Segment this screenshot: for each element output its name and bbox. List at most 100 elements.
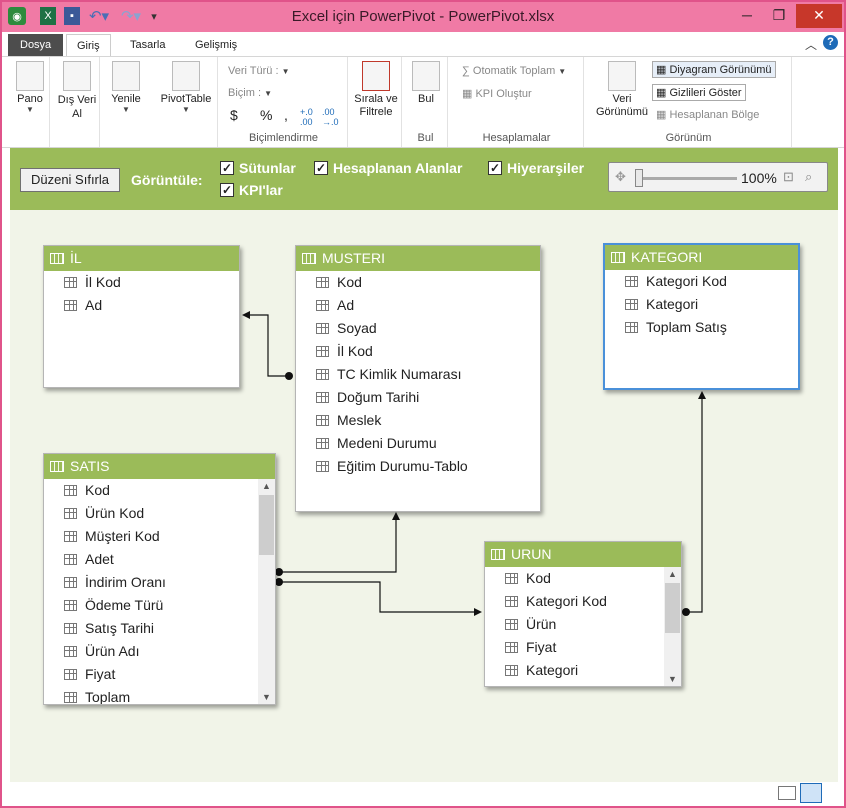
reset-layout-button[interactable]: Düzeni Sıfırla	[20, 168, 120, 192]
decrease-decimal-button[interactable]: .00→.0	[322, 107, 339, 127]
column-item[interactable]: Adet	[44, 548, 275, 571]
pivottable-button[interactable]: PivotTable ▼	[156, 61, 216, 114]
help-icon[interactable]: ?	[823, 35, 838, 50]
grid-view-icon[interactable]	[778, 786, 796, 800]
find-button[interactable]: Bul	[408, 61, 444, 105]
vertical-scrollbar[interactable]: ▲ ▼	[258, 479, 275, 704]
minimize-icon[interactable]: ─	[742, 7, 752, 23]
column-item[interactable]: İndirim Oranı	[44, 571, 275, 594]
calculation-area-button[interactable]: ▦ Hesaplanan Bölge	[656, 109, 760, 121]
table-header[interactable]: MUSTERI	[296, 246, 540, 271]
table-urun[interactable]: URUN Kod Kategori Kod Ürün Fiyat Kategor…	[484, 541, 682, 687]
scroll-up-icon[interactable]: ▲	[262, 481, 271, 491]
scroll-down-icon[interactable]: ▼	[668, 674, 677, 684]
column-item[interactable]: Ad	[296, 294, 540, 317]
column-item[interactable]: Kategori	[485, 659, 681, 682]
column-icon	[316, 392, 329, 403]
column-item[interactable]: Kod	[485, 567, 681, 590]
table-satis[interactable]: SATIS Kod Ürün Kod Müşteri Kod Adet İndi…	[43, 453, 276, 705]
tab-file[interactable]: Dosya	[8, 34, 64, 56]
restore-icon[interactable]: ❐	[772, 7, 786, 23]
column-item[interactable]: Ad	[44, 294, 239, 317]
excel-icon[interactable]: X	[40, 7, 56, 25]
currency-button[interactable]: $	[230, 107, 238, 123]
columns-checkbox[interactable]: ✓Sütunlar	[220, 160, 296, 176]
relationship-line-satis-musteri[interactable]	[279, 515, 397, 573]
relationship-line-satis-urun[interactable]	[279, 581, 478, 613]
close-icon[interactable]: ✕	[796, 4, 842, 28]
data-type-dropdown[interactable]: Veri Türü : ▼	[228, 65, 290, 77]
kpis-checkbox[interactable]: ✓KPI'lar	[220, 182, 283, 198]
tab-design[interactable]: Tasarla	[130, 39, 166, 51]
column-item[interactable]: Meslek	[296, 409, 540, 432]
relationship-line-urun-kategori[interactable]	[686, 394, 703, 613]
hierarchies-checkbox[interactable]: ✓Hiyerarşiler	[488, 160, 585, 176]
column-item[interactable]: Medeni Durumu	[296, 432, 540, 455]
column-item[interactable]: Eğitim Durumu-Tablo	[296, 455, 540, 478]
column-item[interactable]: Doğum Tarihi	[296, 386, 540, 409]
show-hidden-button[interactable]: ▦ Gizlileri Göster	[652, 84, 746, 101]
column-item[interactable]: İl Kod	[296, 340, 540, 363]
table-header[interactable]: SATIS	[44, 454, 275, 479]
tab-home[interactable]: Giriş	[66, 34, 111, 56]
format-dropdown[interactable]: Biçim : ▼	[228, 87, 272, 99]
customize-qat-icon[interactable]: ▾	[151, 10, 157, 23]
paste-button[interactable]: Pano ▼	[14, 61, 46, 114]
table-kategori[interactable]: KATEGORI Kategori Kod Kategori Toplam Sa…	[603, 243, 800, 390]
refresh-group: Yenile ▼	[102, 57, 148, 147]
column-item[interactable]: Ürün Kod	[44, 502, 275, 525]
zoom-slider[interactable]	[637, 177, 737, 180]
tab-advanced[interactable]: Gelişmiş	[195, 39, 238, 51]
diagram-view-icon[interactable]	[800, 783, 822, 803]
table-header[interactable]: KATEGORI	[605, 245, 798, 270]
column-item[interactable]: Ürün Adı	[44, 640, 275, 663]
save-icon[interactable]: ▪	[64, 7, 80, 25]
increase-decimal-button[interactable]: +.0.00	[300, 107, 313, 127]
zoom-slider-thumb[interactable]	[635, 169, 643, 187]
scroll-down-icon[interactable]: ▼	[262, 692, 271, 702]
column-item[interactable]: Soyad	[296, 317, 540, 340]
column-item[interactable]: Fiyat	[485, 636, 681, 659]
external-data-button[interactable]: Dış Veri Al	[54, 61, 100, 121]
percent-button[interactable]: %	[260, 107, 273, 123]
column-item[interactable]: Ödeme Türü	[44, 594, 275, 617]
refresh-button[interactable]: Yenile ▼	[106, 61, 146, 114]
fit-to-screen-icon[interactable]: ⊡	[783, 169, 794, 184]
create-kpi-button[interactable]: ▦ KPI Oluştur	[462, 88, 532, 100]
relationship-line-musteri-il[interactable]	[244, 314, 289, 377]
collapse-ribbon-icon[interactable]: ︿	[805, 38, 818, 52]
column-item[interactable]: Satış Tarihi	[44, 617, 275, 640]
table-musteri[interactable]: MUSTERI Kod Ad Soyad İl Kod TC Kimlik Nu…	[295, 245, 541, 512]
table-header[interactable]: URUN	[485, 542, 681, 567]
undo-icon[interactable]: ↶▾	[88, 8, 110, 25]
column-item[interactable]: Ürün	[485, 613, 681, 636]
column-item[interactable]: Kategori Kod	[605, 270, 798, 293]
scrollbar-thumb[interactable]	[259, 495, 274, 555]
table-il[interactable]: İL İl Kod Ad	[43, 245, 240, 388]
data-view-button[interactable]: Veri Görünümü	[592, 61, 652, 119]
diagram-canvas[interactable]: İL İl Kod Ad MUSTERI Kod Ad Soyad İl Kod…	[10, 210, 838, 782]
vertical-scrollbar[interactable]: ▲ ▼	[664, 567, 681, 686]
autosum-button[interactable]: ∑ Otomatik Toplam ▼	[462, 65, 567, 77]
sort-filter-button[interactable]: Sırala ve Filtrele	[352, 61, 400, 119]
column-item[interactable]: İl Kod	[44, 271, 239, 294]
scrollbar-thumb[interactable]	[665, 583, 680, 633]
pan-icon[interactable]: ✥	[615, 169, 626, 184]
column-item[interactable]: Toplam Satış	[605, 316, 798, 339]
column-item[interactable]: Toplam	[44, 686, 275, 704]
scroll-up-icon[interactable]: ▲	[668, 569, 677, 579]
zoom-icon[interactable]: ⌕	[805, 169, 813, 184]
column-item[interactable]: Fiyat	[44, 663, 275, 686]
column-item[interactable]: Kod	[296, 271, 540, 294]
column-icon	[64, 531, 77, 542]
comma-button[interactable]: ,	[284, 107, 288, 123]
column-item[interactable]: Kod	[44, 479, 275, 502]
redo-icon[interactable]: ↷▾	[120, 8, 142, 25]
column-item[interactable]: Kategori	[605, 293, 798, 316]
diagram-view-button[interactable]: ▦ Diyagram Görünümü	[652, 61, 776, 78]
table-header[interactable]: İL	[44, 246, 239, 271]
column-item[interactable]: TC Kimlik Numarası	[296, 363, 540, 386]
column-item[interactable]: Müşteri Kod	[44, 525, 275, 548]
column-item[interactable]: Kategori Kod	[485, 590, 681, 613]
calculated-fields-checkbox[interactable]: ✓Hesaplanan Alanlar	[314, 160, 463, 176]
